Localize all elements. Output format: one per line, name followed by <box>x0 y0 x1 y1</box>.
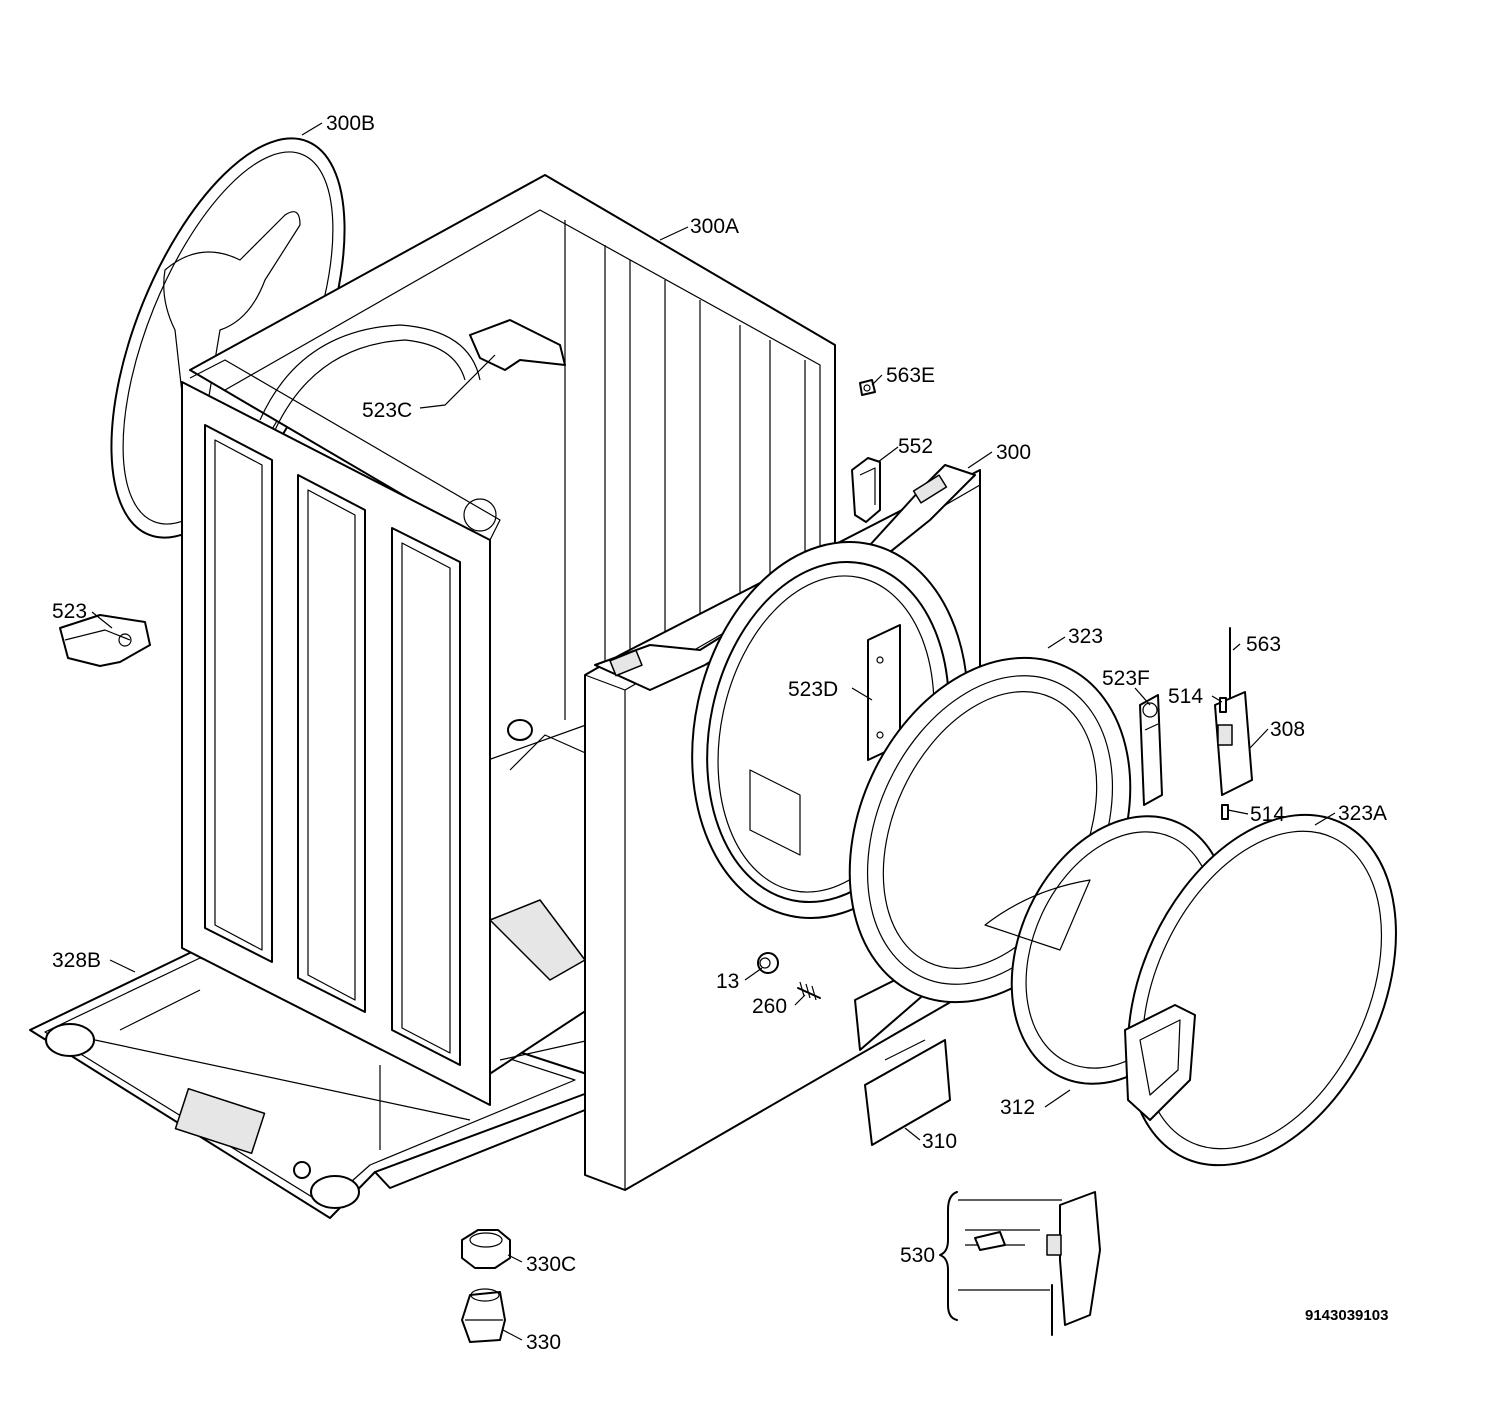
part-308-door-lock <box>1214 627 1253 820</box>
part-552-hook <box>851 457 881 523</box>
label-300b: 300B <box>326 112 375 135</box>
part-300b-rear-panel <box>110 137 346 539</box>
part-side-panel <box>181 359 501 1150</box>
label-523f: 523F <box>1102 667 1150 690</box>
part-310-cover <box>864 1039 951 1146</box>
label-523c: 523C <box>362 399 412 422</box>
label-13: 13 <box>716 970 739 993</box>
label-310: 310 <box>922 1130 957 1153</box>
label-523d: 523D <box>788 678 838 701</box>
label-330c: 330C <box>526 1253 576 1276</box>
label-312: 312 <box>1000 1096 1035 1119</box>
part-330-fitting <box>461 1288 506 1343</box>
label-300: 300 <box>996 441 1031 464</box>
label-563: 563 <box>1246 633 1281 656</box>
part-530-handle-kit <box>939 1191 1101 1336</box>
label-523: 523 <box>52 600 87 623</box>
label-260: 260 <box>752 995 787 1018</box>
part-13-grommet <box>757 952 779 974</box>
part-323a-outer-door <box>1124 813 1397 1167</box>
label-328b: 328B <box>52 949 101 972</box>
part-523-bracket <box>59 614 151 667</box>
leader-lines <box>91 122 1336 1341</box>
label-530: 530 <box>900 1244 935 1267</box>
part-563e-screw <box>859 379 876 396</box>
part-330c-nut <box>461 1229 511 1269</box>
part-labels: 300B 300A 523C 563E 552 300 523 323 563 … <box>52 112 1388 1354</box>
part-260-spring <box>797 981 821 1001</box>
drawing-number: 9143039103 <box>1305 1307 1388 1324</box>
label-514-lower: 514 <box>1250 803 1285 826</box>
label-323a: 323A <box>1338 802 1387 825</box>
label-300a: 300A <box>690 215 739 238</box>
label-308: 308 <box>1270 718 1305 741</box>
label-514-upper: 514 <box>1168 685 1203 708</box>
label-552: 552 <box>898 435 933 458</box>
label-563e: 563E <box>886 364 935 387</box>
label-330: 330 <box>526 1331 561 1354</box>
label-323: 323 <box>1068 625 1103 648</box>
part-523f-hinge <box>1139 694 1163 806</box>
